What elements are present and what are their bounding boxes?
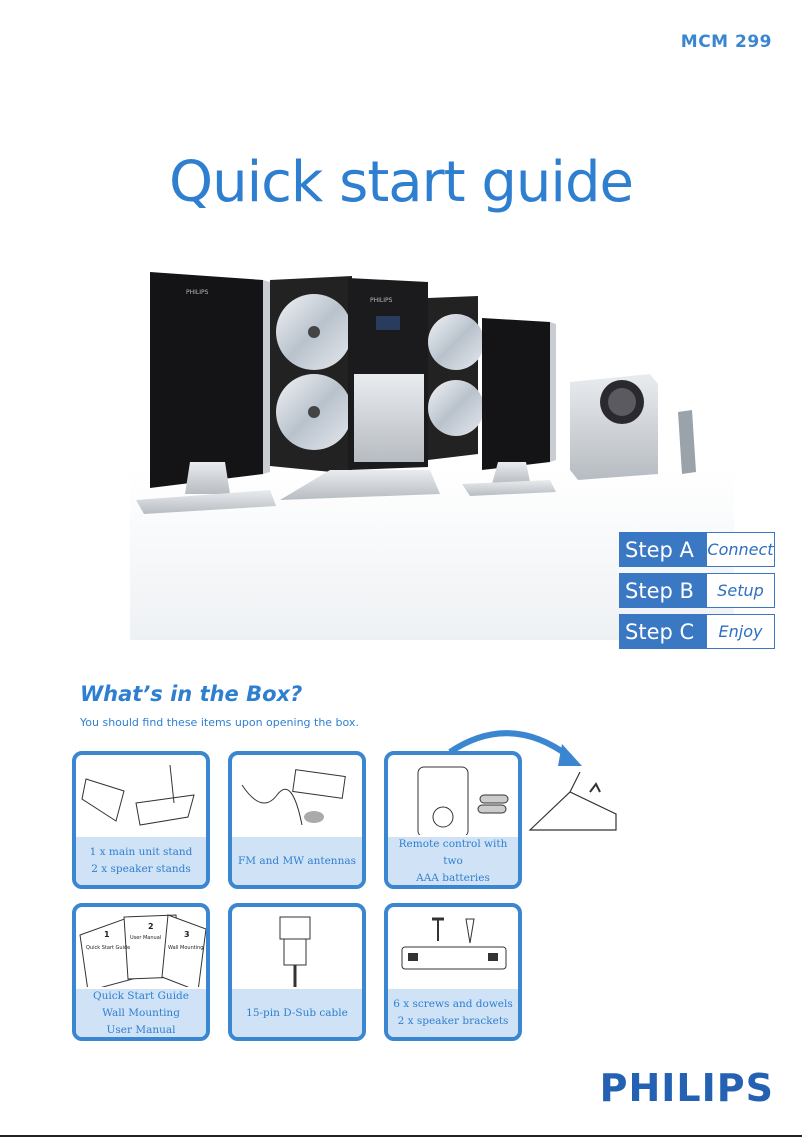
step-a-label: Step A [620, 533, 707, 566]
item-card-antennas: FM and MW antennas [228, 751, 366, 889]
item-card-stands: 1 x main unit stand 2 x speaker stands [72, 751, 210, 889]
screws-brackets-illustration [401, 917, 507, 970]
dsub-cable-illustration [279, 916, 311, 987]
item-caption: 15-pin D-Sub cable [232, 989, 362, 1037]
step-c-label: Step C [620, 615, 707, 648]
main-unit-logo: PHILIPS [370, 297, 393, 304]
step-a-action: Connect [707, 540, 774, 559]
booklet-number-2: 2 [148, 922, 154, 931]
item-card-dsub-cable: 15-pin D-Sub cable [228, 903, 366, 1041]
booklet-label-user-manual: User Manual [130, 935, 161, 941]
step-b-label: Step B [620, 574, 707, 607]
step-a: Step A Connect [619, 532, 775, 567]
box-heading: What’s in the Box? [80, 682, 303, 706]
antenna-illustration [241, 769, 346, 826]
steps-panel: Step A Connect Step B Setup Step C Enjoy [619, 532, 775, 655]
product-hero-image: PHILIPS PHILIPS [130, 262, 734, 640]
booklet-label-quick-start: Quick Start Guide [86, 945, 130, 951]
booklet-number-1: 1 [104, 930, 110, 939]
step-b-action: Setup [717, 581, 764, 600]
philips-logo: PHILIPS [599, 1066, 774, 1110]
left-cd-unit [270, 276, 352, 474]
item-card-manuals: 1 2 3 Quick Start Guide User Manual Wall… [72, 903, 210, 1041]
left-speaker: PHILIPS [136, 272, 276, 514]
stands-illustration [81, 764, 195, 826]
speaker-logo-left: PHILIPS [186, 289, 209, 296]
step-b: Step B Setup [619, 573, 775, 608]
manuals-illustration: 1 2 3 Quick Start Guide User Manual Wall… [79, 914, 206, 987]
subwoofer [570, 374, 658, 480]
box-subheading: You should find these items upon opening… [80, 716, 359, 729]
item-card-screws: 6 x screws and dowels 2 x speaker bracke… [384, 903, 522, 1041]
booklet-number-3: 3 [184, 930, 190, 939]
item-caption: 6 x screws and dowels 2 x speaker bracke… [388, 989, 518, 1037]
right-speaker [462, 318, 556, 496]
model-number: MCM 299 [680, 32, 772, 52]
page-bottom-rule [0, 1135, 802, 1137]
step-c: Step C Enjoy [619, 614, 775, 649]
item-caption: Quick Start Guide Wall Mounting User Man… [76, 989, 206, 1037]
main-unit: PHILIPS [280, 278, 440, 500]
item-caption: 1 x main unit stand 2 x speaker stands [76, 837, 206, 885]
remote-control [678, 410, 696, 474]
battery-illustration [448, 730, 617, 831]
curved-arrow-icon [448, 730, 572, 760]
right-cd-unit [428, 296, 484, 460]
remote-illustration [417, 766, 509, 835]
step-c-action: Enjoy [718, 622, 763, 641]
item-card-remote: Remote control with two AAA batteries [384, 751, 522, 889]
booklet-label-wall-mounting: Wall Mounting [168, 945, 203, 951]
page-title: Quick start guide [169, 150, 634, 215]
item-caption: Remote control with two AAA batteries [388, 837, 518, 885]
item-caption: FM and MW antennas [232, 837, 362, 885]
